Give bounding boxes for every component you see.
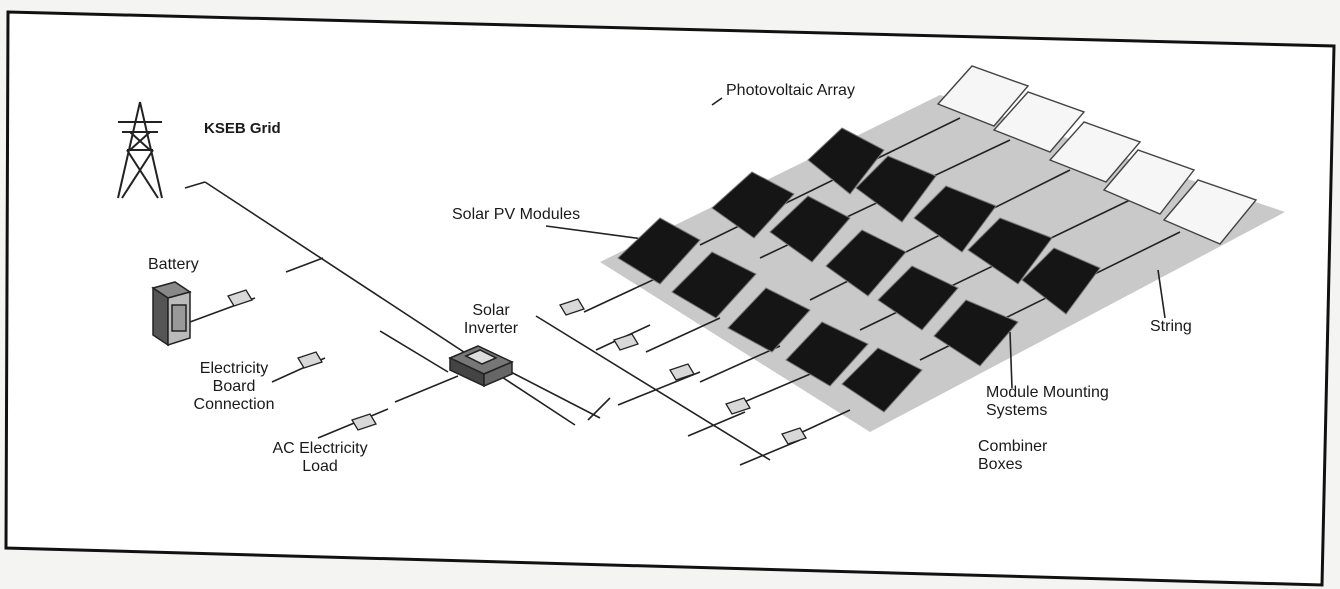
eb-label-line2: Board [212, 378, 256, 395]
mount-label-line2: Systems [986, 402, 1048, 419]
comb-label-line2: Boxes [978, 456, 1023, 473]
inverter-label: Solar Inverter [456, 302, 526, 338]
solar-inverter-icon [448, 345, 514, 388]
inverter-label-line2: Inverter [463, 320, 519, 337]
battery-label: Battery [148, 256, 199, 273]
eb-label-line1: Electricity [199, 360, 269, 377]
ac-load-label: AC Electricity Load [250, 440, 390, 476]
ac-label-line2: Load [302, 458, 338, 475]
battery-icon [151, 281, 192, 347]
mounting-label: Module Mounting Systems [986, 384, 1109, 420]
solar-panel-icon [617, 127, 1101, 413]
mount-label-line1: Module Mounting [986, 384, 1109, 401]
ac-label-line1: AC Electricity [272, 440, 368, 457]
modules-label: Solar PV Modules [452, 206, 581, 223]
grid-label: KSEB Grid [204, 120, 281, 137]
eb-label-line3: Connection [193, 396, 275, 413]
solar-panel-light [936, 65, 1258, 245]
comb-label-line1: Combiner [978, 438, 1048, 455]
combiner-label: Combiner Boxes [978, 438, 1047, 474]
inverter-label-line1: Solar [472, 302, 510, 319]
switch-icon [227, 289, 807, 445]
string-label: String [1150, 318, 1192, 335]
transmission-tower-icon [117, 101, 163, 199]
array-label: Photovoltaic Array [726, 82, 855, 99]
eb-connection-label: Electricity Board Connection [176, 360, 292, 414]
wiring [184, 97, 1181, 466]
